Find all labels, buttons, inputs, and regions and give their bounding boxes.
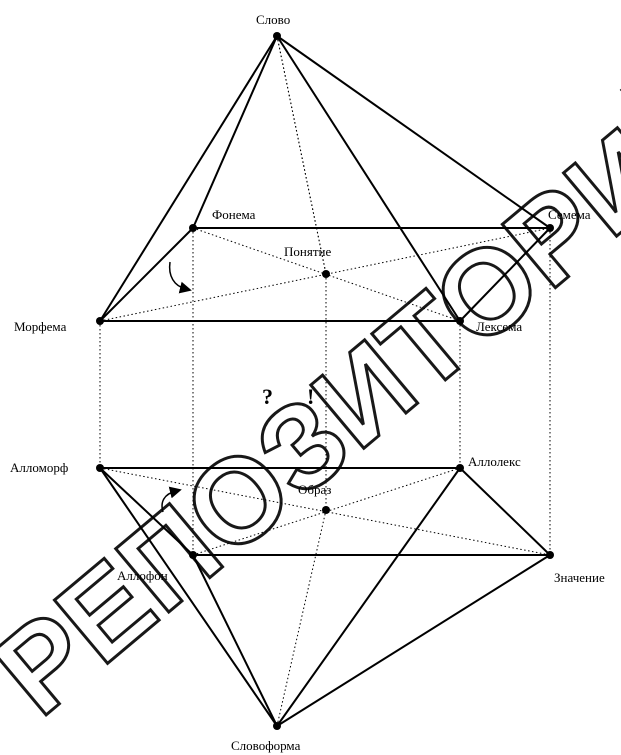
node-morfema	[96, 317, 104, 325]
curved-arrows	[161, 261, 192, 513]
label-obraz: Образ	[298, 482, 331, 497]
edge-slovo-fonema	[192, 35, 278, 229]
node-alloleks	[456, 464, 464, 472]
node-allomorf	[96, 464, 104, 472]
node-fonema	[189, 224, 197, 232]
edge-slovo-leksema	[276, 35, 461, 322]
arrow-bottom-icon	[161, 486, 182, 513]
label-morfema: Морфема	[14, 319, 67, 334]
edge-semema-leksema	[459, 227, 551, 322]
edge-slovo-morfema	[99, 35, 278, 322]
solid-edges	[99, 35, 551, 727]
edge-allomorf-allofon	[99, 467, 194, 556]
node-obraz	[322, 506, 330, 514]
node-semema	[546, 224, 554, 232]
edge-allomorf-slovoforma	[99, 467, 278, 727]
label-slovoforma: Словоформа	[231, 738, 301, 753]
node-allofon	[189, 551, 197, 559]
label-semema: Семема	[548, 207, 591, 222]
node-znachenie	[546, 551, 554, 559]
node-points	[96, 32, 554, 730]
centre-symbols: ? !	[262, 384, 314, 409]
edge-alloleks-slovoforma	[276, 467, 461, 727]
label-slovo: Слово	[256, 12, 290, 27]
node-slovo	[273, 32, 281, 40]
edge-fonema-morfema	[99, 227, 194, 322]
edge-alloleks-znachenie	[459, 467, 551, 556]
edge-znachenie-slovoforma	[276, 554, 551, 727]
edge-slovo-semema	[276, 35, 551, 229]
node-slovoforma	[273, 722, 281, 730]
edge-allofon-slovoforma	[192, 554, 278, 727]
node-ponyatie	[322, 270, 330, 278]
node-labels: Слово Фонема Семема Понятие Морфема Лекс…	[10, 12, 605, 753]
label-fonema: Фонема	[212, 207, 256, 222]
label-znachenie: Значение	[554, 570, 605, 585]
label-allomorf: Алломорф	[10, 460, 68, 475]
label-allofon: Аллофон	[117, 568, 168, 583]
label-ponyatie: Понятие	[284, 244, 331, 259]
label-alloleks: Аллолекс	[468, 454, 521, 469]
exclamation-mark: !	[307, 384, 314, 409]
arrow-top-icon	[168, 261, 192, 294]
question-mark: ?	[262, 384, 273, 409]
node-leksema	[456, 317, 464, 325]
label-leksema: Лексема	[476, 319, 522, 334]
